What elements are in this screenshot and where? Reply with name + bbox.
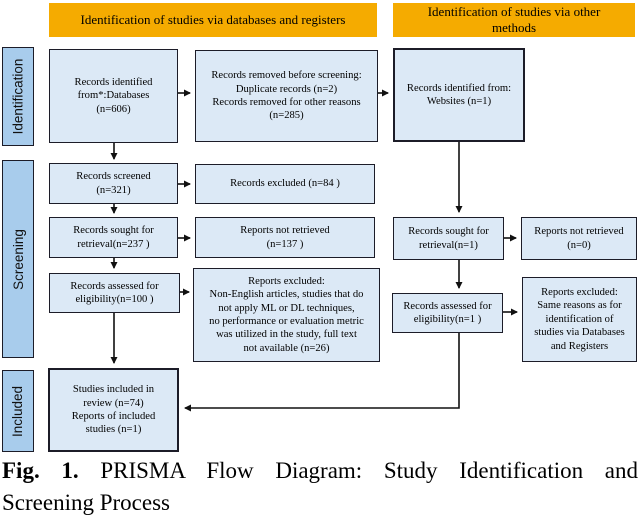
stage-included: Included [2,370,34,452]
box-records-sought-databases: Records sought for retrieval(n=237 ) [49,217,178,258]
box-records-assessed-other: Records assessed for eligibility(n=1 ) [392,293,503,333]
box-studies-included: Studies included in review (n=74) Report… [48,368,179,452]
box-records-screened: Records screened (n=321) [49,163,178,204]
box-records-assessed-databases: Records assessed for eligibility(n=100 ) [49,273,180,313]
stage-identification-label: Identification [10,58,26,135]
stage-screening-label: Screening [10,228,26,290]
figure-caption: Fig. 1. PRISMA Flow Diagram: Study Ident… [2,455,638,518]
stage-included-label: Included [10,385,26,437]
header-other-methods: Identification of studies via other meth… [393,3,635,37]
header-databases-registers: Identification of studies via databases … [49,3,377,37]
figure-title-part1: PRISMA Flow Diagram: Study Identificatio… [100,458,639,483]
box-records-removed-before-screening: Records removed before screening: Duplic… [195,50,378,142]
box-records-excluded: Records excluded (n=84 ) [195,164,375,204]
box-reports-excluded-databases: Reports excluded: Non-English articles, … [193,268,380,362]
figure-caption-line1: Fig. 1. PRISMA Flow Diagram: Study Ident… [2,455,638,487]
stage-screening: Screening [2,160,34,358]
box-reports-not-retrieved-other: Reports not retrieved (n=0) [521,217,637,260]
stage-identification: Identification [2,47,34,146]
figure-title-part2: Screening Process [2,489,170,515]
box-reports-not-retrieved-databases: Reports not retrieved (n=137 ) [195,217,375,258]
box-records-sought-other: Records sought for retrieval(n=1) [393,217,504,260]
box-records-identified-websites: Records identified from: Websites (n=1) [393,48,525,142]
figure-number: Fig. 1. [2,458,79,483]
box-records-identified-databases: Records identified from*:Databases (n=60… [49,49,178,143]
box-reports-excluded-other: Reports excluded: Same reasons as for id… [522,277,637,362]
prisma-flow-diagram: Identification of studies via databases … [2,3,639,515]
